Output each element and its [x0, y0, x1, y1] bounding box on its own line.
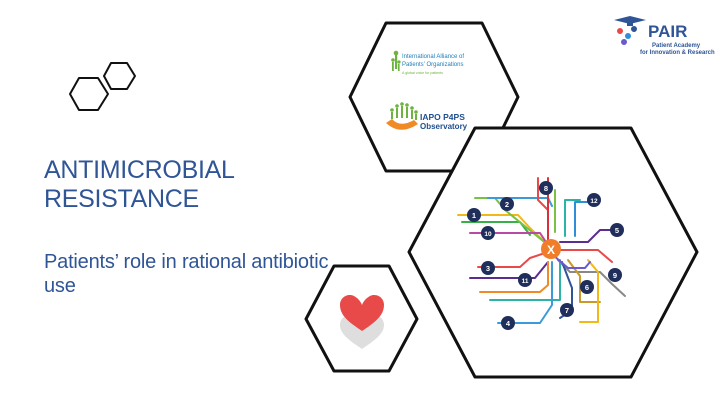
- station-10: [481, 226, 495, 240]
- station-1: [467, 208, 481, 222]
- station-6: [580, 280, 594, 294]
- station-3: [481, 261, 495, 275]
- observatory-logo: IAPO P4PS Observatory: [386, 102, 468, 131]
- svg-text:12: 12: [590, 198, 598, 205]
- pair-logo-tagline-1: Patient Academy: [652, 43, 701, 49]
- station-8: [539, 181, 553, 195]
- svg-text:6: 6: [585, 283, 589, 292]
- svg-text:4: 4: [506, 319, 511, 328]
- iapo-line-1: International Alliance of: [402, 54, 464, 60]
- iapo-logo: International Alliance of Patients’ Orga…: [391, 50, 464, 75]
- svg-text:X: X: [547, 243, 555, 257]
- heart-icon: [340, 295, 384, 349]
- slide-subtitle: Patients’ role in rational antibiotic us…: [44, 251, 329, 297]
- iapo-line-3: A global voice for patients: [402, 71, 443, 75]
- svg-text:10: 10: [484, 231, 492, 238]
- station-11: [518, 273, 532, 287]
- svg-text:11: 11: [522, 278, 529, 285]
- svg-text:7: 7: [565, 306, 569, 315]
- decorative-hexagon-icon: [69, 62, 136, 111]
- station-4: [501, 316, 515, 330]
- iapo-line-2: Patients’ Organizations: [402, 62, 463, 68]
- station-5: [610, 223, 624, 237]
- metro-stations: 1 2 3 4 5 6 7 8 9 10 11 12 X: [467, 181, 624, 330]
- station-12: [587, 193, 601, 207]
- svg-text:2: 2: [505, 200, 509, 209]
- pair-logo-tagline-2: for Innovation & Research: [640, 50, 715, 56]
- observatory-line-1: IAPO P4PS: [420, 112, 465, 122]
- station-7: [560, 303, 574, 317]
- slide-title: ANTIMICROBIAL RESISTANCE: [44, 156, 234, 213]
- pair-logo-name: PAIR: [648, 22, 687, 41]
- center-x-icon: [541, 239, 561, 259]
- station-9: [608, 268, 622, 282]
- svg-text:3: 3: [486, 264, 490, 273]
- observatory-line-2: Observatory: [420, 122, 468, 131]
- svg-text:5: 5: [615, 226, 619, 235]
- svg-text:9: 9: [613, 271, 617, 280]
- svg-text:8: 8: [544, 184, 548, 193]
- station-2: [500, 197, 514, 211]
- svg-text:1: 1: [472, 211, 476, 220]
- pair-logo: PAIR Patient Academy for Innovation & Re…: [614, 16, 715, 56]
